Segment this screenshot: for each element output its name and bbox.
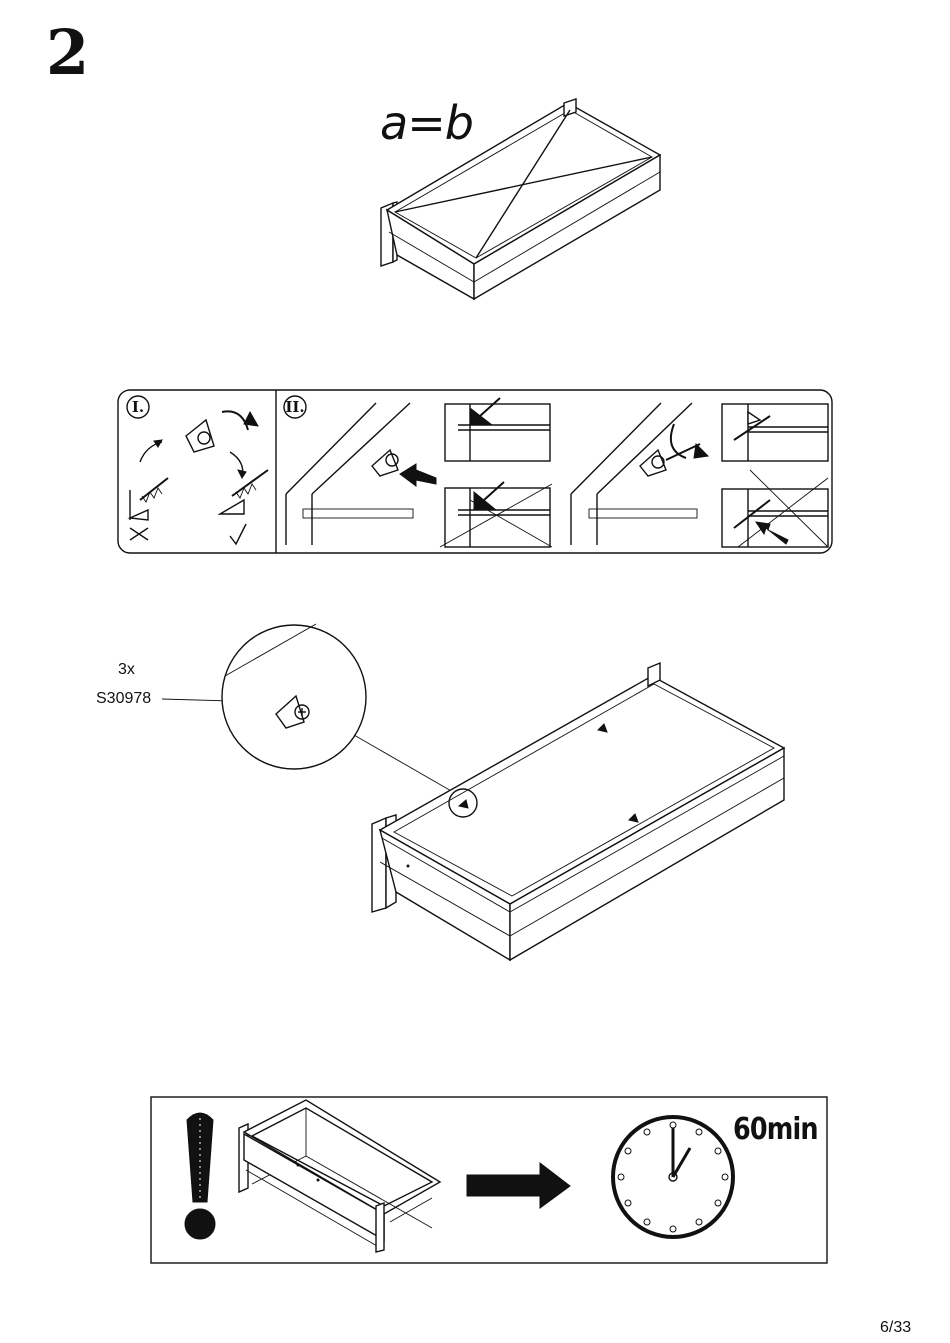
- page-number: 6/33: [880, 1319, 911, 1337]
- clock-icon: [0, 0, 950, 1300]
